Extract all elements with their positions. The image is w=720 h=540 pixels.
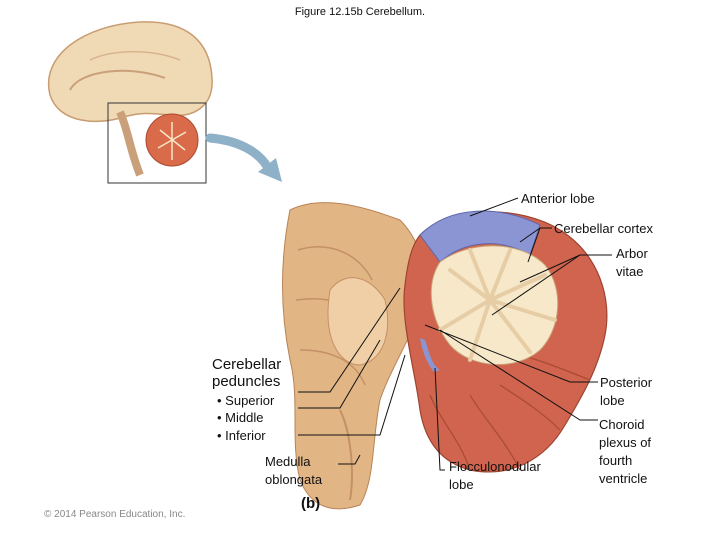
label-arbor-vitae: Arbor vitae [616, 246, 648, 279]
panel-letter: (b) [301, 495, 321, 512]
label-superior: • Superior [217, 393, 275, 408]
inset-box [107, 102, 207, 184]
inset-brain [47, 21, 213, 177]
label-middle: • Middle [217, 410, 264, 425]
figure-title: Figure 12.15b Cerebellum. [294, 6, 426, 18]
cerebellum [403, 210, 608, 473]
label-inferior: • Inferior [217, 428, 266, 443]
copyright-notice: © 2014 Pearson Education, Inc. [44, 509, 186, 520]
label-anterior-lobe: Anterior lobe [521, 191, 595, 206]
label-medulla-oblongata: Medulla oblongata [265, 454, 323, 487]
zoom-arrow [205, 133, 282, 182]
label-posterior-lobe: Posterior lobe [600, 375, 653, 408]
label-choroid-plexus: Choroid plexus of fourth ventricle [599, 417, 652, 486]
label-cerebellar-peduncles: Cerebellar peduncles [212, 356, 282, 390]
leader-lines [298, 197, 612, 471]
label-cerebellar-cortex: Cerebellar cortex [554, 221, 653, 236]
label-flocculonodular-lobe: Flocculonodular lobe [449, 459, 541, 492]
